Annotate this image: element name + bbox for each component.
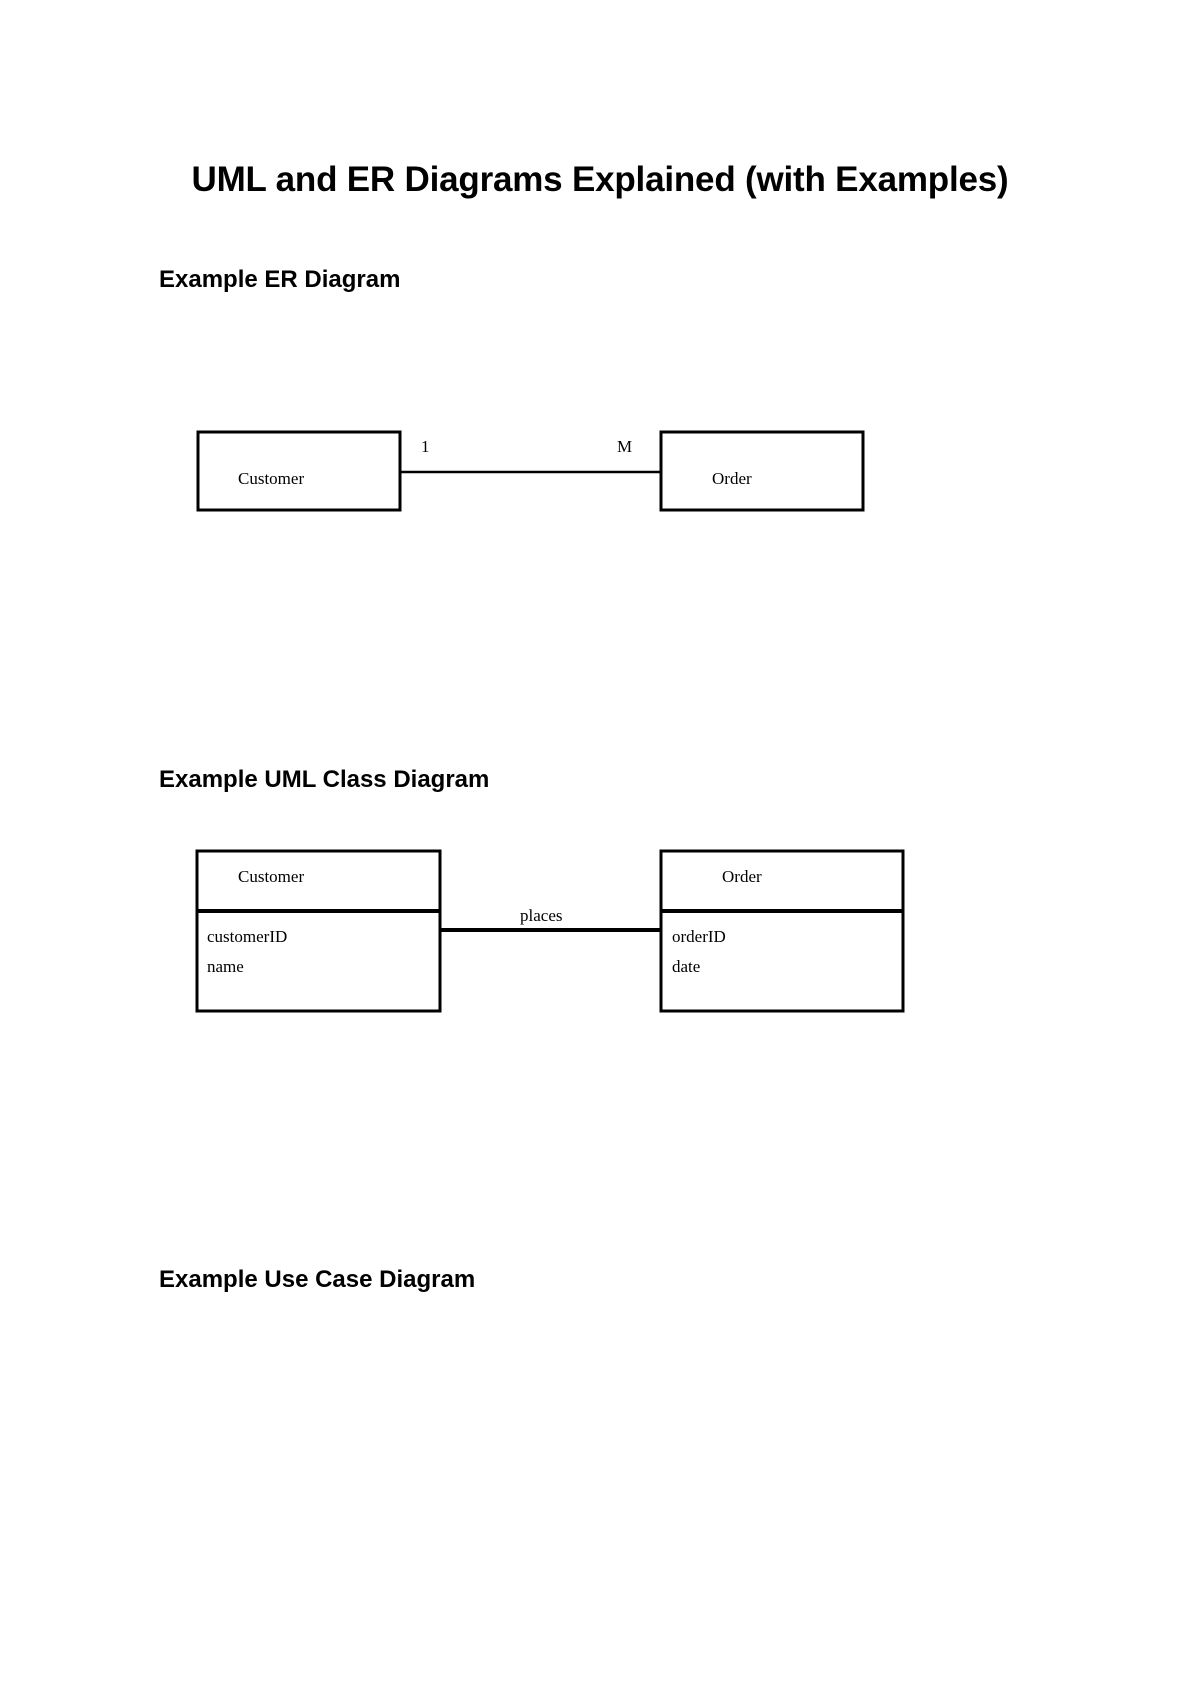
er-entity-customer: Customer [196, 430, 402, 512]
er-entity-box [659, 430, 865, 512]
section-heading-er-diagram: Example ER Diagram [159, 266, 401, 293]
uml-class-box [659, 849, 905, 1013]
uml-class-name: Order [722, 867, 762, 886]
uml-class-diagram: Customer customerID name places Order or… [195, 849, 905, 1013]
uml-class-name: Customer [238, 867, 304, 886]
uml-class-attribute: name [207, 957, 244, 976]
er-entity-box [196, 430, 402, 512]
er-cardinality-to: M [617, 437, 632, 456]
uml-class-attribute: orderID [672, 927, 726, 946]
section-heading-use-case-diagram: Example Use Case Diagram [159, 1266, 476, 1293]
er-entity-label: Order [712, 469, 752, 488]
er-cardinality-from: 1 [421, 437, 430, 456]
section-heading-uml-class-diagram: Example UML Class Diagram [159, 766, 490, 793]
uml-class-attribute: customerID [207, 927, 287, 946]
uml-class-order: Order orderID date [659, 849, 905, 1013]
uml-association-label: places [520, 906, 562, 925]
uml-class-box [195, 849, 442, 1013]
er-entity-order: Order [659, 430, 865, 512]
uml-class-attribute: date [672, 957, 700, 976]
er-entity-label: Customer [238, 469, 304, 488]
page-title: UML and ER Diagrams Explained (with Exam… [191, 160, 1009, 199]
uml-class-customer: Customer customerID name [195, 849, 442, 1013]
er-diagram: Customer 1 M Order [196, 430, 865, 512]
